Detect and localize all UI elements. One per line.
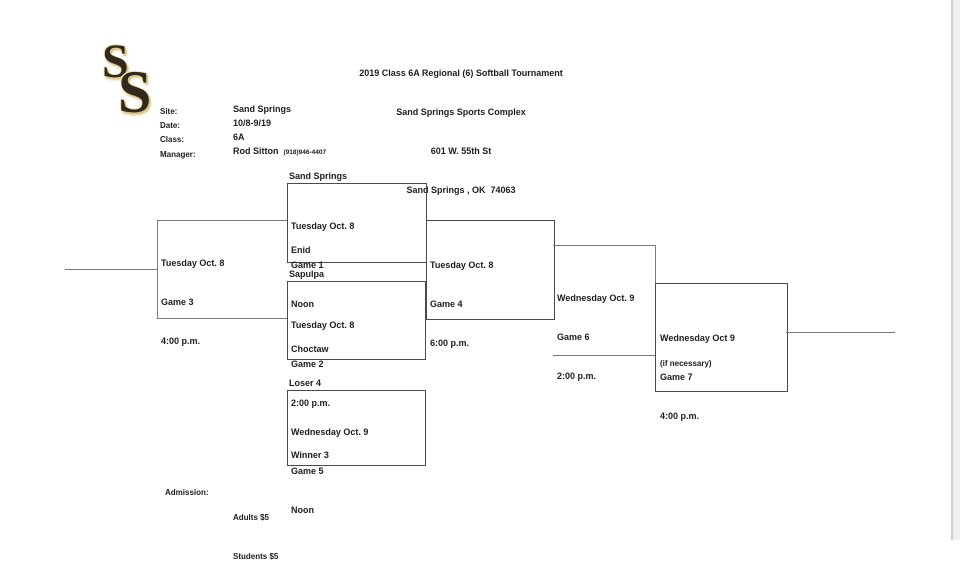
game7-date: Wednesday Oct 9: [660, 333, 735, 343]
manager-label: Manager:: [160, 150, 196, 159]
game5-date: Wednesday Oct. 9: [291, 427, 369, 437]
game5-box: [287, 390, 426, 466]
game7-number: Game 7: [660, 372, 693, 382]
game4-number: Game 4: [430, 299, 463, 309]
game6-top-line: [553, 245, 655, 246]
game7-details: Wednesday Oct 9 Game 7 4:00 p.m.: [660, 306, 735, 436]
game4-time: 6:00 p.m.: [430, 338, 470, 348]
game7-note: (if necessary): [660, 359, 712, 368]
venue-name: Sand Springs Sports Complex: [396, 107, 526, 117]
game5-bottom-team: Winner 3: [291, 450, 329, 460]
game1-details: Tuesday Oct. 8 Game 1 Noon: [291, 194, 354, 324]
game2-top-team: Sapulpa: [289, 269, 325, 279]
tournament-title: 2019 Class 6A Regional (6) Softball Tour…: [359, 68, 563, 78]
admission-prices: Adults $5 Students $5: [233, 485, 278, 576]
game1-date: Tuesday Oct. 8: [291, 221, 355, 231]
game5-top-team: Loser 4: [289, 378, 322, 388]
game6-bottom-line: [553, 355, 655, 356]
game6-number: Game 6: [557, 332, 590, 342]
game1-bottom-team: Enid: [291, 245, 311, 255]
logo-letter-s-top: S: [102, 35, 129, 88]
date-label: Date:: [160, 121, 181, 130]
game4-details: Tuesday Oct. 8 Game 4 6:00 p.m.: [430, 233, 493, 363]
game2-time: 2:00 p.m.: [291, 398, 331, 408]
game7-time: 4:00 p.m.: [660, 411, 700, 421]
venue-city-state-zip: Sand Springs , OK 74063: [406, 185, 516, 195]
manager-name: Rod Sitton: [233, 146, 279, 156]
date-value: 10/8-9/19: [233, 118, 272, 128]
admission-label: Admission:: [165, 488, 209, 497]
game3-top-line: [157, 220, 287, 221]
game3-number: Game 3: [161, 297, 194, 307]
site-value: Sand Springs: [233, 104, 292, 114]
game5-details: Wednesday Oct. 9 Game 5 Noon: [291, 400, 368, 530]
game2-bottom-team: Choctaw: [291, 344, 329, 354]
venue-street: 601 W. 55th St: [430, 146, 492, 156]
manager-value: Rod Sitton (918)946-4407: [233, 145, 326, 159]
game1-time: Noon: [291, 299, 314, 309]
tournament-bracket-page: { "page": { "background": "#ffffff", "bo…: [65, 0, 960, 561]
game4-box: [426, 220, 555, 320]
game6-details: Wednesday Oct. 9 Game 6 2:00 p.m.: [557, 266, 634, 396]
game1-number: Game 1: [291, 260, 324, 270]
game2-number: Game 2: [291, 359, 324, 369]
admission-adults: Adults $5: [233, 513, 270, 522]
game3-bottom-line: [157, 318, 287, 319]
game6-time: 2:00 p.m.: [557, 371, 597, 381]
game6-date: Wednesday Oct. 9: [557, 293, 635, 303]
game7-box: [655, 283, 788, 392]
game4-date: Tuesday Oct. 8: [430, 260, 494, 270]
game3-date: Tuesday Oct. 8: [161, 258, 225, 268]
class-value: 6A: [233, 132, 245, 142]
game2-details: Tuesday Oct. 8 Game 2 2:00 p.m.: [291, 293, 354, 423]
game1-top-team: Sand Springs: [289, 171, 348, 181]
game3-winner-line: [65, 269, 157, 270]
logo-letter-s-bottom: S: [118, 59, 152, 125]
manager-phone: (918)946-4407: [283, 149, 327, 156]
page-edge-margin: [953, 0, 960, 540]
page-edge-line: [951, 0, 953, 540]
class-label: Class:: [160, 135, 185, 144]
champion-line: [786, 332, 895, 333]
tournament-header: 2019 Class 6A Regional (6) Softball Tour…: [311, 41, 611, 210]
site-label: Site:: [160, 107, 178, 116]
school-logo: S S: [96, 35, 172, 128]
game5-number: Game 5: [291, 466, 324, 476]
game3-details: Tuesday Oct. 8 Game 3 4:00 p.m.: [161, 231, 224, 361]
game3-vertical-line: [157, 220, 158, 318]
game3-time: 4:00 p.m.: [161, 336, 201, 346]
admission-students: Students $5: [233, 552, 279, 561]
game5-time: Noon: [291, 505, 314, 515]
game2-box: [287, 281, 426, 360]
game2-date: Tuesday Oct. 8: [291, 320, 355, 330]
